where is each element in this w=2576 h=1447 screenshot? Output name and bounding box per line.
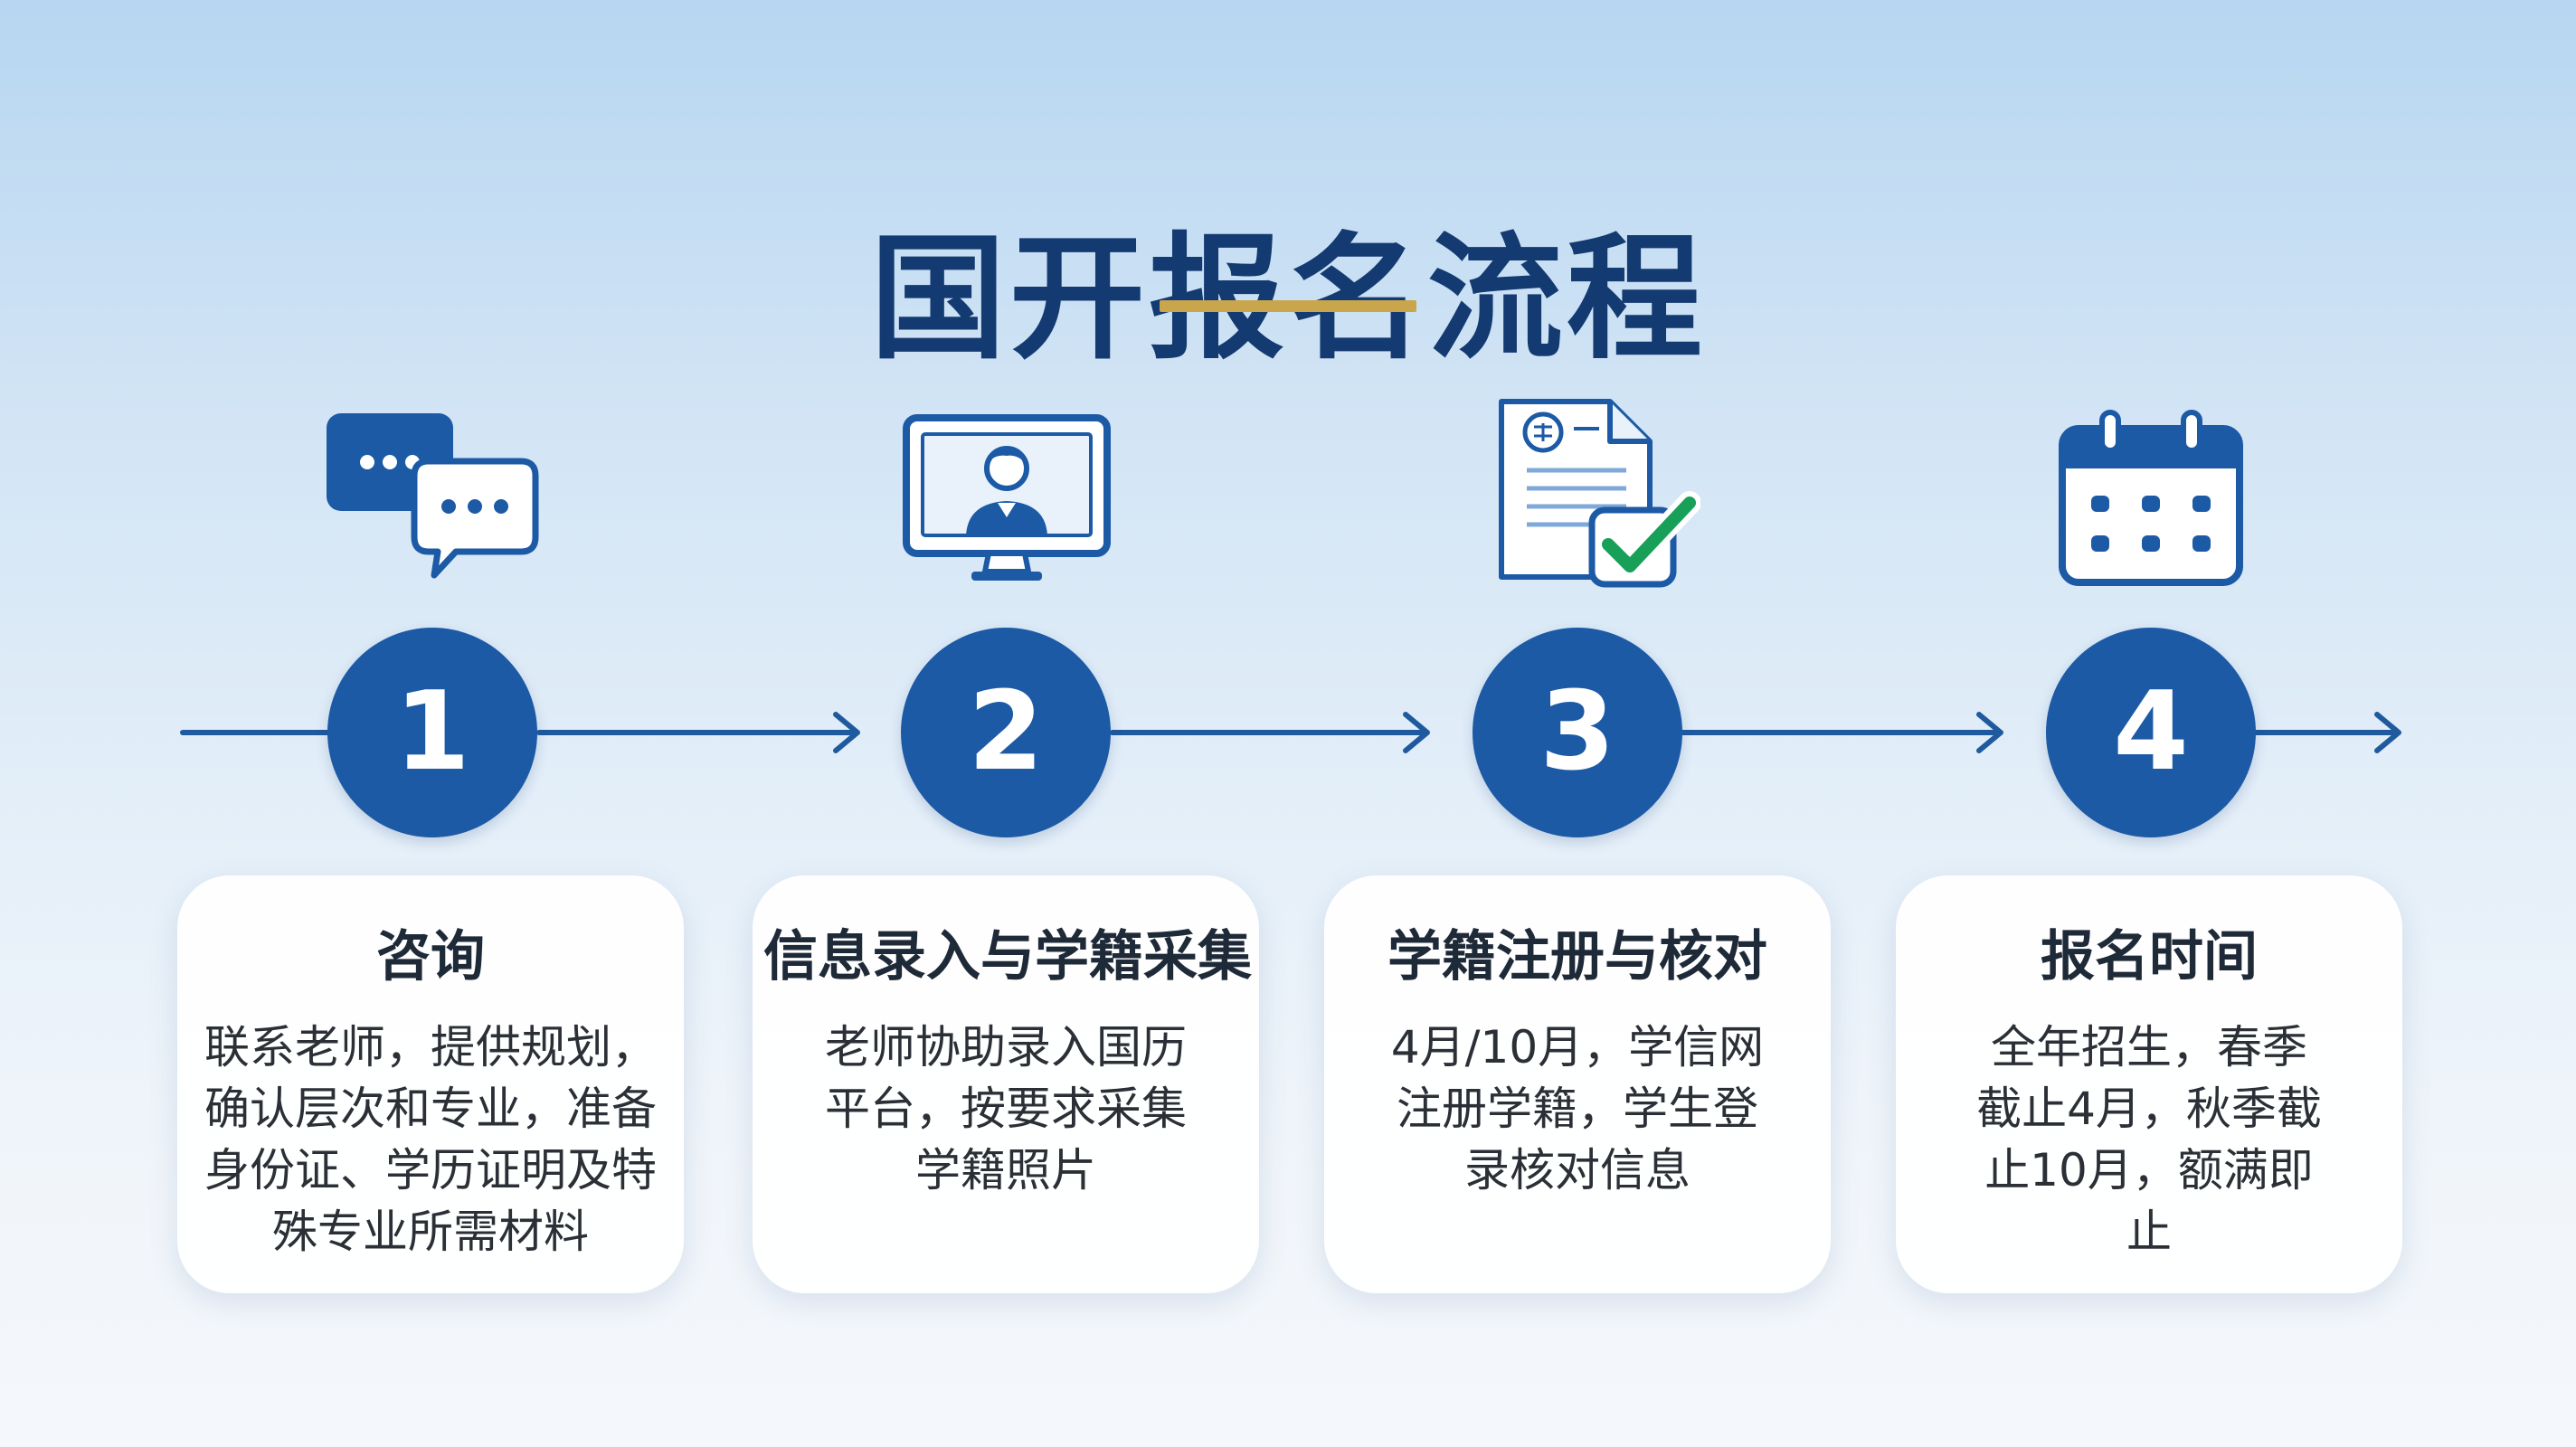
- arrow-head-1-2: [833, 712, 860, 753]
- calendar-icon: [2059, 410, 2243, 586]
- step-heading: 报名时间: [2041, 925, 2258, 988]
- step-card-enrollment-time: 报名时间 全年招生，春季截止4月，秋季截止10月，额满即止: [1896, 875, 2402, 1293]
- step-4-number-badge: 4: [2046, 628, 2256, 837]
- step-2-number-badge: 2: [901, 628, 1111, 837]
- step-heading: 咨询: [376, 925, 485, 988]
- computer-monitor-user-icon: [903, 414, 1111, 581]
- step-description: 全年招生，春季截止4月，秋季截止10月，额满即止: [1976, 1021, 2322, 1258]
- step-1-number-badge: 1: [327, 628, 537, 837]
- arrow-head-3-4: [1976, 712, 2003, 753]
- step-card-info-entry: 信息录入与学籍采集 老师协助录入国历平台，按要求采集学籍照片: [753, 875, 1259, 1293]
- step-number: 3: [1539, 669, 1615, 795]
- document-checkmark-icon: [1499, 399, 1700, 588]
- chat-bubbles-icon: [327, 413, 539, 579]
- step-heading: 学籍注册与核对: [1387, 925, 1767, 988]
- step-number: 4: [2113, 669, 2189, 795]
- step-card-consult: 咨询 联系老师，提供规划，确认层次和专业，准备身份证、学历证明及特殊专业所需材料: [177, 875, 684, 1293]
- step-description: 4月/10月，学信网注册学籍，学生登录核对信息: [1390, 1021, 1765, 1196]
- arrow-head-2-3: [1403, 712, 1430, 753]
- step-3-number-badge: 3: [1473, 628, 1682, 837]
- step-description: 联系老师，提供规划，确认层次和专业，准备身份证、学历证明及特殊专业所需材料: [204, 1021, 657, 1258]
- title-underline: [1160, 300, 1416, 312]
- step-number: 2: [968, 669, 1044, 795]
- arrow-head-end: [2374, 712, 2401, 753]
- step-number: 1: [394, 669, 470, 795]
- step-card-registration: 学籍注册与核对 4月/10月，学信网注册学籍，学生登录核对信息: [1324, 875, 1831, 1293]
- step-heading: 信息录入与学籍采集: [763, 925, 1252, 988]
- page-title: 国开报名流程: [869, 220, 1706, 378]
- step-description: 老师协助录入国历平台，按要求采集学籍照片: [825, 1021, 1187, 1196]
